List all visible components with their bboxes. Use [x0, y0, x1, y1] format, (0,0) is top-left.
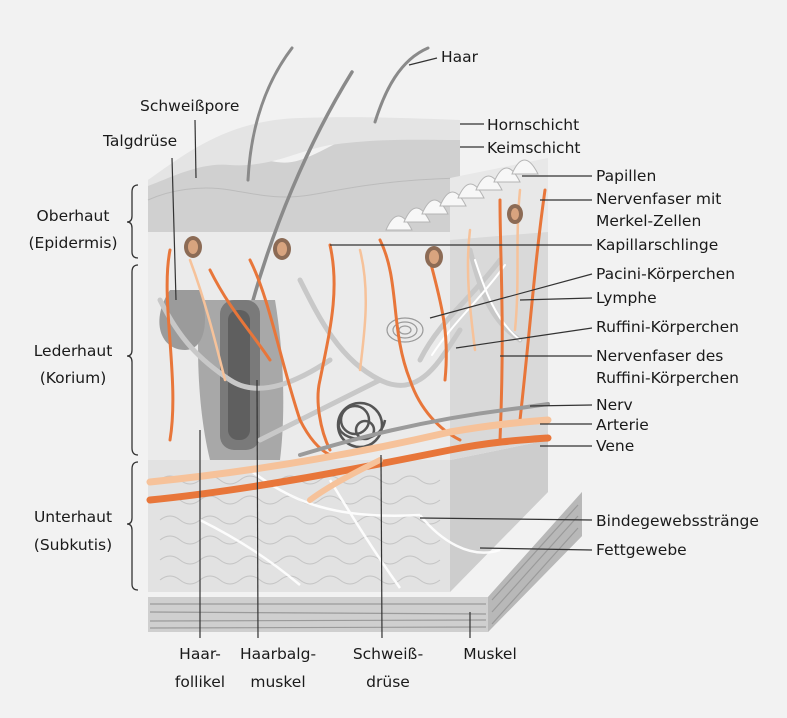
label-kapillarschlinge: Kapillarschlinge	[596, 235, 718, 255]
label-haarbalgmuskel-line2: muskel	[228, 672, 328, 692]
label-lederhaut-line2: (Korium)	[18, 368, 128, 388]
label-keimschicht: Keimschicht	[487, 138, 580, 158]
label-ruffini: Ruffini-Körperchen	[596, 317, 739, 337]
label-vene: Vene	[596, 436, 634, 456]
label-nervenfaser-ruffini-line2: Ruffini-Körperchen	[596, 368, 739, 388]
label-nervenfaser-ruffini-line1: Nervenfaser des	[596, 346, 723, 366]
label-haar: Haar	[441, 47, 478, 67]
label-fettgewebe: Fettgewebe	[596, 540, 687, 560]
label-oberhaut-line1: Oberhaut	[18, 206, 128, 226]
label-lederhaut-line1: Lederhaut	[18, 341, 128, 361]
label-schweissdruese-line1: Schweiß-	[338, 644, 438, 664]
label-talgdruese: Talgdrüse	[103, 131, 177, 151]
label-schweissdruese-line2: drüse	[338, 672, 438, 692]
label-lymphe: Lymphe	[596, 288, 657, 308]
label-nerv: Nerv	[596, 395, 633, 415]
label-bindegewebsstraenge: Bindegewebsstränge	[596, 511, 759, 531]
label-arterie: Arterie	[596, 415, 649, 435]
label-hornschicht: Hornschicht	[487, 115, 579, 135]
label-oberhaut-line2: (Epidermis)	[18, 233, 128, 253]
label-muskel: Muskel	[450, 644, 530, 664]
label-papillen: Papillen	[596, 166, 656, 186]
label-unterhaut-line1: Unterhaut	[18, 507, 128, 527]
label-schweisspore: Schweißpore	[140, 96, 239, 116]
label-unterhaut-line2: (Subkutis)	[18, 535, 128, 555]
layer-brackets	[127, 185, 138, 590]
label-nervenfaser-merkel-line1: Nervenfaser mit	[596, 189, 721, 209]
label-pacini: Pacini-Körperchen	[596, 264, 735, 284]
label-nervenfaser-merkel-line2: Merkel-Zellen	[596, 211, 701, 231]
label-haarbalgmuskel-line1: Haarbalg-	[228, 644, 328, 664]
